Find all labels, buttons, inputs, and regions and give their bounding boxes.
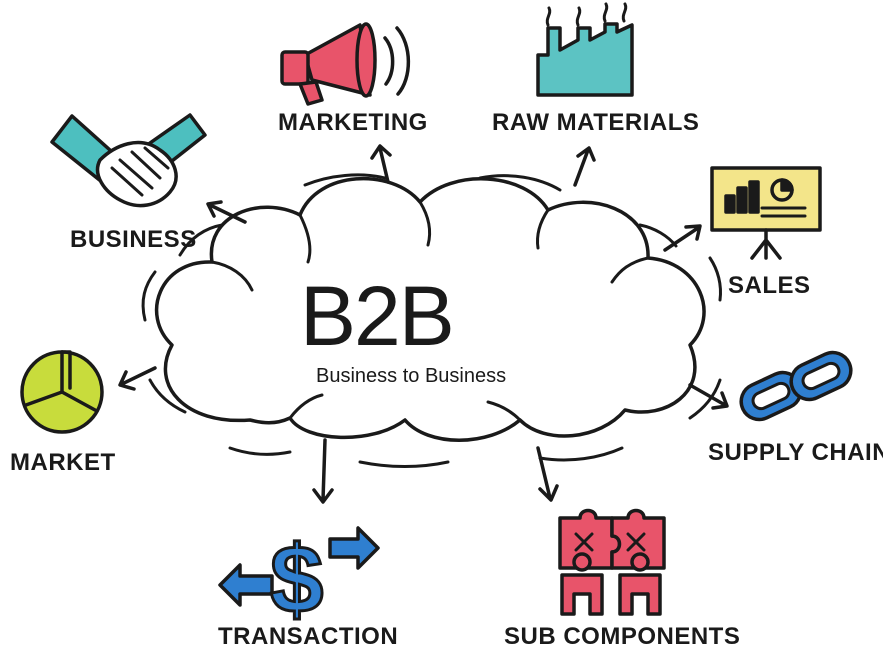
megaphone-icon [280,22,411,106]
factory-icon [536,2,634,97]
node-label-marketing: MARKETING [278,109,428,136]
puzzle-people-icon [558,508,666,616]
dollar-exchange-icon: $ [218,525,380,635]
cloud-shape [141,173,722,468]
arrow-raw-materials [573,146,596,187]
center-subtitle: Business to Business [316,365,506,387]
arrow-marketing [370,144,392,184]
node-label-sub-components: SUB COMPONENTS [504,623,740,650]
node-label-business: BUSINESS [70,226,197,253]
arrow-supply-chain [688,383,729,410]
arrow-business [206,200,247,224]
arrow-sales [663,224,702,252]
node-label-sales: SALES [728,272,811,299]
chain-link-icon [739,350,853,422]
node-label-supply-chain: SUPPLY CHAIN [708,439,883,466]
dollar-glyph: $ [270,526,323,633]
node-label-raw-materials: RAW MATERIALS [492,109,699,136]
arrow-market [118,366,157,391]
arrow-transaction [312,438,334,504]
arrow-sub-components [536,446,559,502]
center-title: B2B [300,269,453,363]
node-label-transaction: TRANSACTION [218,623,398,650]
pie-chart-icon [20,350,104,434]
presentation-board-icon [710,166,822,260]
node-label-market: MARKET [10,449,116,476]
handshake-icon [50,113,207,208]
connector-arrows [118,144,729,504]
